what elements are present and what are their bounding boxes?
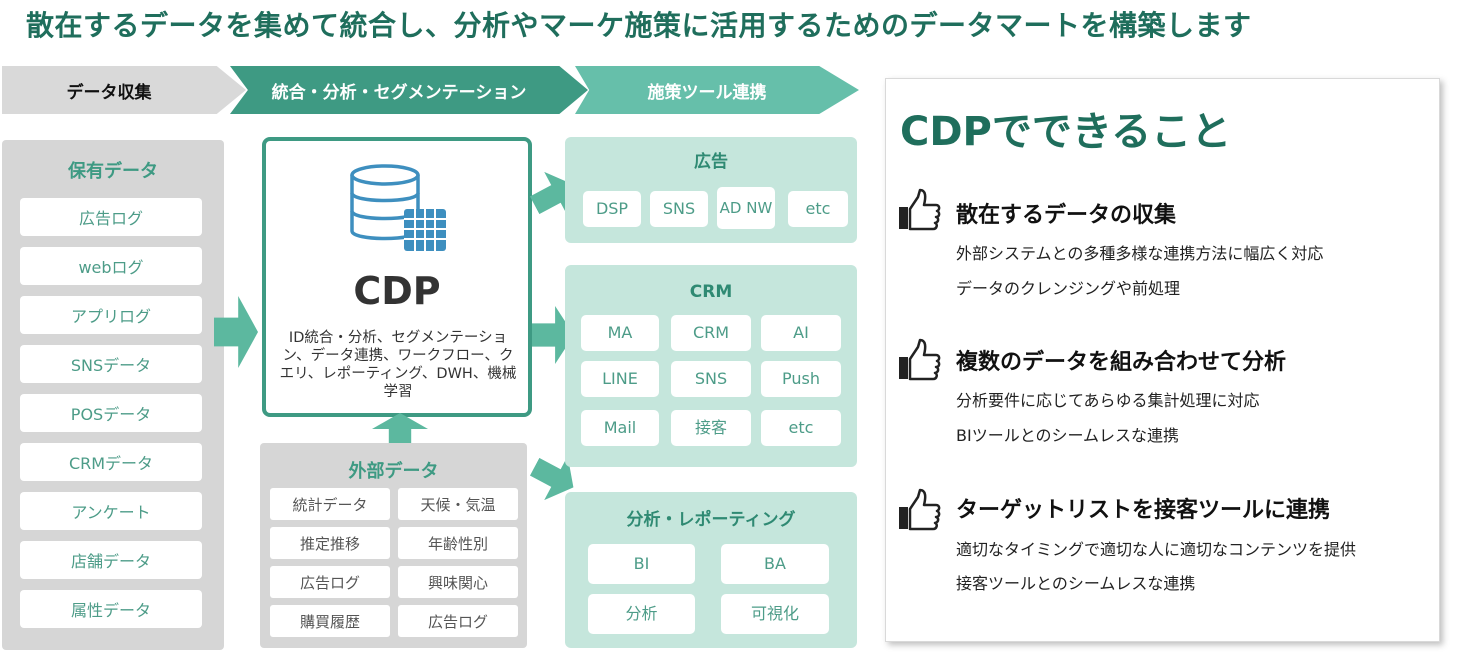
ads-item: AD NW: [717, 187, 775, 229]
analysis-item: 分析: [588, 594, 695, 634]
crm-item: Mail: [581, 410, 659, 446]
arrow-up-icon: [372, 413, 428, 445]
step-data-collection: データ収集: [2, 66, 246, 114]
crm-item: etc: [761, 410, 841, 446]
owned-data-item: アプリログ: [20, 296, 202, 334]
external-data-item: 推定推移: [270, 527, 390, 559]
analysis-item: 可視化: [721, 594, 829, 634]
step-tool-integration: 施策ツール連携: [575, 66, 859, 114]
point-line: 外部システムとの多種多様な連携方法に幅広く対応: [956, 244, 1324, 263]
owned-data-item: 店舗データ: [20, 541, 202, 579]
external-data-item: 統計データ: [270, 488, 390, 520]
ads-panel: 広告 DSP SNS AD NW etc: [565, 137, 857, 243]
ads-item: etc: [788, 191, 848, 227]
crm-item: CRM: [671, 315, 751, 351]
owned-data-item: webログ: [20, 247, 202, 285]
cdp-box: CDP ID統合・分析、セグメンテーション、データ連携、ワークフロー、クエリ、レ…: [262, 137, 532, 417]
owned-data-item: POSデータ: [20, 394, 202, 432]
step-integration: 統合・分析・セグメンテーション: [230, 66, 588, 114]
analysis-item: BI: [588, 544, 695, 584]
point-heading: 複数のデータを組み合わせて分析: [956, 350, 1287, 375]
external-data-item: 年齢性別: [398, 527, 518, 559]
cdp-description: ID統合・分析、セグメンテーション、データ連携、ワークフロー、クエリ、レポーティ…: [279, 330, 517, 400]
crm-item: MA: [581, 315, 659, 351]
analysis-title: 分析・レポーティング: [626, 510, 796, 530]
thumbs-up-icon: [899, 188, 941, 231]
external-data-title: 外部データ: [348, 461, 439, 482]
point-line: BIツールとのシームレスな連携: [956, 426, 1180, 445]
ads-item: SNS: [650, 191, 708, 227]
crm-item: SNS: [671, 361, 751, 397]
owned-data-item: CRMデータ: [20, 443, 202, 481]
point-line: 分析要件に応じてあらゆる集計処理に対応: [956, 391, 1260, 410]
owned-data-item: SNSデータ: [20, 345, 202, 383]
owned-data-item: 広告ログ: [20, 198, 202, 236]
summary-box: CDPでできること 散在するデータの収集 外部システムとの多種多様な連携方法に幅…: [885, 78, 1440, 642]
owned-data-title: 保有データ: [68, 161, 158, 182]
ads-item: DSP: [583, 191, 641, 227]
owned-data-item: アンケート: [20, 492, 202, 530]
owned-data-panel: 保有データ 広告ログ webログ アプリログ SNSデータ POSデータ CRM…: [2, 140, 224, 650]
external-data-item: 興味関心: [398, 566, 518, 598]
analysis-item: BA: [721, 544, 829, 584]
external-data-item: 広告ログ: [398, 605, 518, 637]
database-icon: [350, 164, 446, 251]
crm-item: AI: [761, 315, 841, 351]
crm-item: 接客: [671, 410, 751, 446]
external-data-item: 天候・気温: [398, 488, 518, 520]
thumbs-up-icon: [899, 488, 941, 531]
point-line: 接客ツールとのシームレスな連携: [956, 574, 1196, 593]
point-heading: ターゲットリストを接客ツールに連携: [956, 498, 1331, 523]
ads-title: 広告: [694, 152, 728, 172]
cdp-title: CDP: [353, 269, 441, 313]
crm-title: CRM: [689, 282, 733, 302]
external-data-item: 広告ログ: [270, 566, 390, 598]
crm-item: Push: [761, 361, 841, 397]
point-line: 適切なタイミングで適切な人に適切なコンテンツを提供: [956, 540, 1357, 559]
point-line: データのクレンジングや前処理: [956, 279, 1181, 298]
analysis-panel: 分析・レポーティング BI BA 分析 可視化: [565, 492, 857, 648]
thumbs-up-icon: [899, 338, 941, 381]
crm-item: LINE: [581, 361, 659, 397]
external-data-panel: 外部データ 統計データ 天候・気温 推定推移 年齢性別 広告ログ 興味関心 購買…: [260, 443, 527, 648]
summary-title: CDPでできること: [900, 109, 1232, 155]
owned-data-item: 属性データ: [20, 590, 202, 628]
point-heading: 散在するデータの収集: [956, 203, 1177, 228]
page-title: 散在するデータを集めて統合し、分析やマーケ施策に活用するためのデータマートを構築…: [26, 9, 1252, 42]
crm-panel: CRM MA CRM AI LINE SNS Push Mail 接客 etc: [565, 265, 857, 467]
external-data-item: 購買履歴: [270, 605, 390, 637]
